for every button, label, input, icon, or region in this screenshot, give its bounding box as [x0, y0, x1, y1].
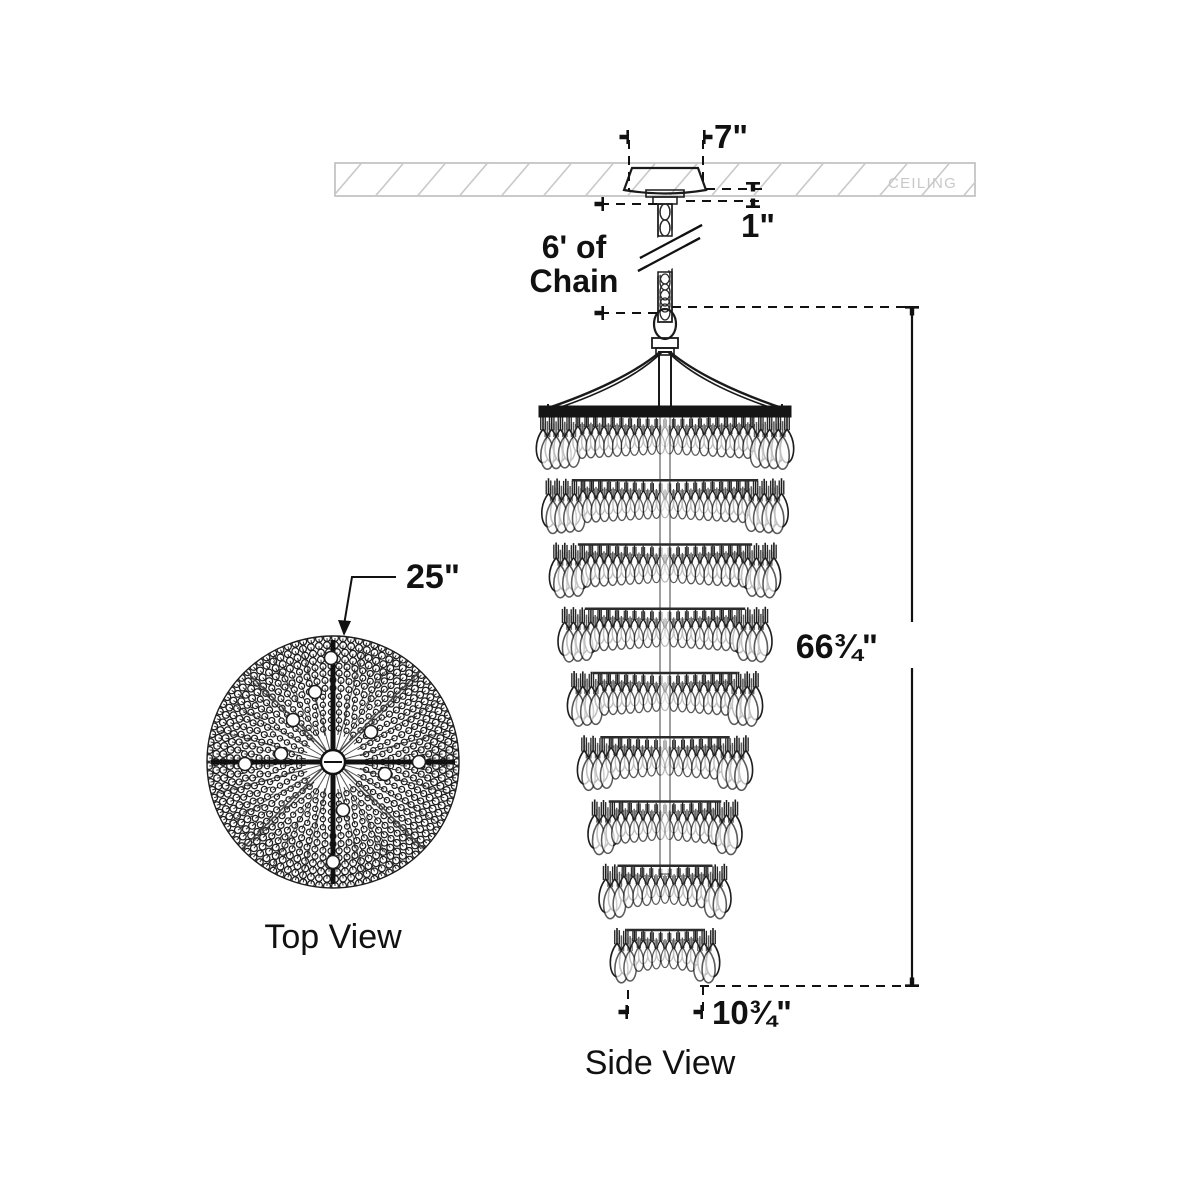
- ceiling-label: CEILING: [888, 175, 957, 192]
- center-stem: [659, 413, 671, 875]
- tier-support-bars: [538, 405, 792, 932]
- top-view-ring: [240, 669, 426, 855]
- dim-66-34-label: 66¾": [796, 628, 878, 666]
- dimension-canopy-width: 7": [619, 118, 748, 190]
- chain-note-line1: 6' of: [542, 229, 607, 265]
- dim-25in-label: 25": [406, 558, 460, 596]
- dimension-canopy-drop: 1": [686, 182, 775, 244]
- crystal-tier: [609, 927, 721, 984]
- top-view-ring: [255, 684, 411, 840]
- dim-1in-label: 1": [741, 207, 775, 244]
- dimension-top-diameter: 25": [338, 558, 460, 636]
- dimension-bottom-width: 10¾": [618, 986, 792, 1031]
- side-view-label: Side View: [585, 1044, 736, 1082]
- top-view-figure: [206, 635, 460, 889]
- dimension-chain-length: 6' of Chain: [530, 197, 658, 320]
- top-ring: [538, 405, 792, 418]
- dim-10-34-label: 10¾": [712, 994, 792, 1031]
- top-view-ring: [226, 655, 440, 869]
- top-view-accents: [237, 650, 427, 870]
- hanging-chain: [637, 203, 703, 356]
- top-view-label: Top View: [264, 918, 402, 956]
- dim-7in-label: 7": [714, 118, 748, 155]
- chain-note-line2: Chain: [530, 263, 619, 299]
- dimension-overall-height: 66¾": [672, 306, 919, 987]
